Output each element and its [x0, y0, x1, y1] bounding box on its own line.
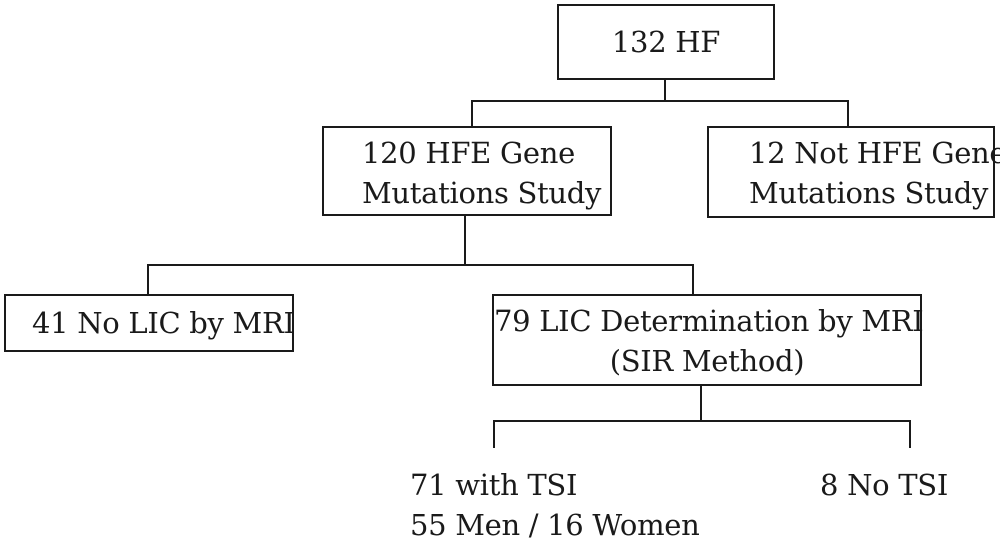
connector-level4-right-drop	[909, 420, 911, 448]
root-node-box: 132 HF	[557, 4, 775, 80]
connector-level3-left-drop	[147, 264, 149, 296]
connector-hfe-down	[464, 216, 466, 266]
not-hfe-study-line2: Mutations Study	[749, 176, 989, 210]
no-tsi-label: 8 No TSI	[820, 468, 948, 502]
no-lic-label: 41 No LIC by MRI	[32, 306, 295, 340]
with-tsi-line1: 71 with TSI	[410, 468, 578, 502]
with-tsi-node: 71 with TSI 55 Men / 16 Women	[410, 465, 700, 545]
not-hfe-study-box: 12 Not HFE Gene Mutations Study	[707, 126, 1000, 218]
lic-determination-line2: (SIR Method)	[609, 344, 805, 378]
connector-level3-right-drop	[692, 264, 694, 296]
no-tsi-node: 8 No TSI	[820, 465, 948, 505]
connector-level4-left-drop	[493, 420, 495, 448]
with-tsi-line2: 55 Men / 16 Women	[410, 508, 700, 542]
connector-level2-left-drop	[471, 100, 473, 128]
connector-level2-right-drop	[847, 100, 849, 128]
hfe-study-line2: Mutations Study	[362, 176, 602, 210]
connector-level4-bar	[493, 420, 911, 422]
connector-level2-bar	[471, 100, 849, 102]
root-node-label: 132 HF	[611, 25, 721, 59]
connector-lic-down	[700, 386, 702, 422]
connector-root-down	[664, 80, 666, 102]
hfe-study-line1: 120 HFE Gene	[362, 136, 575, 170]
hfe-study-box: 120 HFE Gene Mutations Study	[322, 126, 612, 216]
no-lic-box: 41 No LIC by MRI	[4, 294, 295, 352]
lic-determination-box: 79 LIC Determination by MRI (SIR Method)	[492, 294, 924, 386]
lic-determination-line1: 79 LIC Determination by MRI	[494, 304, 924, 338]
not-hfe-study-line1: 12 Not HFE Gene	[749, 136, 1000, 170]
connector-level3-bar	[147, 264, 694, 266]
